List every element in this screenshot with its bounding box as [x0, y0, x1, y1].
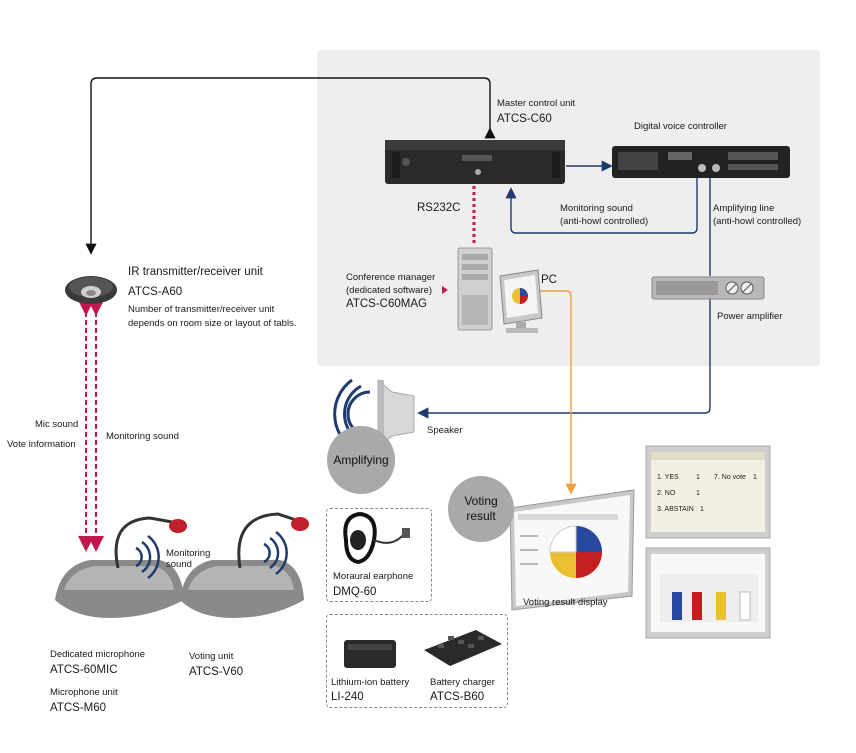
- amplifying-label: Amplifying: [333, 452, 389, 467]
- monitoring-label-1: Monitoring: [166, 548, 211, 559]
- speaker-label: Speaker: [427, 425, 463, 436]
- ir-note-2: depends on room size or layout of tabls.: [128, 318, 297, 329]
- battery-box: [326, 614, 508, 708]
- earphone-model: DMQ-60: [333, 586, 377, 598]
- microphone-icon: [55, 516, 187, 618]
- microphone-icon: [180, 512, 309, 618]
- voting-unit-label: Voting unit: [189, 651, 234, 662]
- play-arrow-icon: [442, 286, 448, 294]
- ded-mic-label: Dedicated microphone: [50, 649, 146, 660]
- ded-mic-model: ATCS-60MIC: [50, 664, 118, 676]
- charger-model: ATCS-B60: [430, 691, 485, 703]
- conf-manager-2: (dedicated software): [346, 285, 433, 296]
- power-amp-label: Power amplifier: [717, 311, 783, 322]
- monitoring-sound-title: Monitoring sound: [560, 203, 633, 214]
- monitoring-sound-sub: (anti-howl controlled): [560, 216, 649, 227]
- earphone-label: Moraural earphone: [333, 571, 414, 582]
- voting-result-badge: Voting result: [448, 476, 514, 542]
- mic-unit-model: ATCS-M60: [50, 702, 107, 714]
- screen-row3-val: 1: [700, 506, 704, 513]
- pie-chart-icon: [509, 489, 635, 611]
- power-amplifier-icon: [651, 276, 765, 300]
- conf-manager-model: ATCS-C60MAG: [346, 298, 427, 310]
- charger-icon: [424, 630, 502, 666]
- screen-row1: 1. YES: [657, 474, 679, 481]
- screen-row2-val: 1: [696, 490, 700, 497]
- voting-display-label: Voting result display: [523, 597, 608, 608]
- amplifying-badge: Amplifying: [327, 426, 395, 494]
- ir-note-1: Number of transmitter/receiver unit: [128, 304, 275, 315]
- earphone-icon: [343, 511, 410, 565]
- amplifying-line-title: Amplifying line: [713, 203, 775, 214]
- pc-label: PC: [541, 274, 557, 286]
- monitoring-label-2: sound: [166, 559, 192, 570]
- mic-sound-label: Mic sound: [35, 419, 79, 430]
- ir-title: IR transmitter/receiver unit: [128, 266, 263, 278]
- ir-link-line: [85, 77, 496, 255]
- voting-table-screen: [645, 445, 771, 539]
- earphone-box: [326, 508, 432, 602]
- bar-chart-icon: [645, 547, 771, 639]
- screen-row1-val: 1: [696, 474, 700, 481]
- battery-label: Lithium-ion battery: [331, 677, 410, 688]
- amplifying-line-sub: (anti-howl controlled): [713, 216, 802, 227]
- amplifier-icon: [612, 146, 790, 178]
- screen-row3: 3. ABSTAIN: [657, 506, 694, 513]
- screen-row2: 2. NO: [657, 490, 676, 497]
- master-control-model: ATCS-C60: [497, 113, 552, 125]
- battery-icon: [344, 640, 396, 668]
- pc-to-display-line: [538, 290, 577, 495]
- voting-result-label-2: result: [466, 509, 496, 523]
- dvc-label: Digital voice controller: [634, 121, 727, 132]
- screen-row1b-val: 1: [753, 474, 757, 481]
- voting-unit-model: ATCS-V60: [189, 666, 244, 678]
- voting-result-label-1: Voting: [464, 494, 498, 508]
- battery-model: LI-240: [331, 691, 364, 703]
- monitor-icon: [499, 269, 543, 333]
- monitoring-sound-left-label: Monitoring sound: [106, 431, 179, 442]
- rs232c-label: RS232C: [417, 202, 461, 214]
- mic-unit-label: Microphone unit: [50, 687, 118, 698]
- ir-model: ATCS-A60: [128, 286, 183, 298]
- mixer-icon: [385, 140, 565, 184]
- charger-label: Battery charger: [430, 677, 495, 688]
- amp-to-speaker-line: [417, 298, 711, 419]
- ir-dome-icon: [65, 276, 117, 304]
- screen-row1b: 7. No vote: [714, 474, 746, 481]
- monitoring-sound-line: [505, 178, 698, 234]
- pc-tower-icon: [457, 247, 493, 331]
- master-control-label: Master control unit: [497, 98, 576, 109]
- vote-info-label: Vote information: [7, 439, 76, 450]
- conf-manager-1: Conference manager: [346, 272, 436, 283]
